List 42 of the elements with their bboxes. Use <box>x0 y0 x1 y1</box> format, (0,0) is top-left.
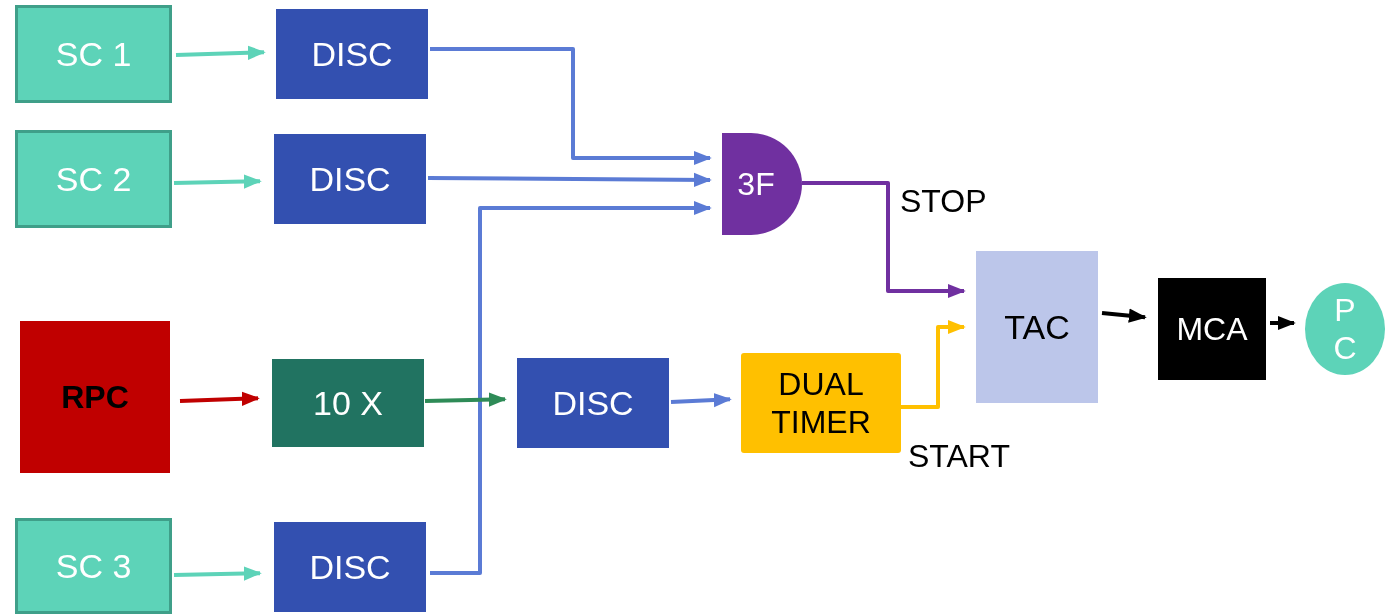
node-label: MCA <box>1176 309 1248 349</box>
node-label: DISC <box>552 382 634 424</box>
arrow <box>430 200 712 575</box>
node-label: SC 1 <box>55 33 132 75</box>
node-label: RPC <box>61 377 129 417</box>
process-box <box>274 522 426 612</box>
detector-box <box>20 321 170 473</box>
node-label: P C <box>1332 290 1358 368</box>
process-box <box>276 9 428 99</box>
node-label: DUAL TIMER <box>770 364 872 442</box>
arrow <box>670 392 732 408</box>
arrow <box>901 319 966 409</box>
arrow <box>430 47 712 166</box>
arrow <box>1101 308 1147 323</box>
node-label: SC 3 <box>55 545 132 587</box>
arrow <box>1270 315 1296 331</box>
process-box <box>976 251 1098 403</box>
arrow <box>428 172 712 188</box>
arrow <box>173 566 262 581</box>
node-label: TAC <box>1004 306 1070 348</box>
sensor-box <box>15 130 172 228</box>
sensor-box <box>15 518 172 614</box>
arrow <box>175 45 266 60</box>
node-label: DISC <box>309 158 391 200</box>
amplifier-box <box>272 359 424 447</box>
and-gate <box>722 133 802 235</box>
arrow <box>424 392 507 407</box>
arrow <box>179 391 260 407</box>
process-box <box>517 358 669 448</box>
edge-label: STOP <box>900 185 987 217</box>
edge-label: START <box>908 440 1010 472</box>
process-box <box>274 134 426 224</box>
node-label: DISC <box>311 33 393 75</box>
node-label: SC 2 <box>55 158 132 200</box>
process-box <box>741 353 901 453</box>
node-label: 3F <box>737 164 775 204</box>
node-label: 10 X <box>313 382 383 424</box>
sensor-box <box>15 5 172 103</box>
process-box <box>1158 278 1266 380</box>
arrow <box>173 174 262 189</box>
node-label: DISC <box>309 546 391 588</box>
arrow <box>802 181 966 299</box>
